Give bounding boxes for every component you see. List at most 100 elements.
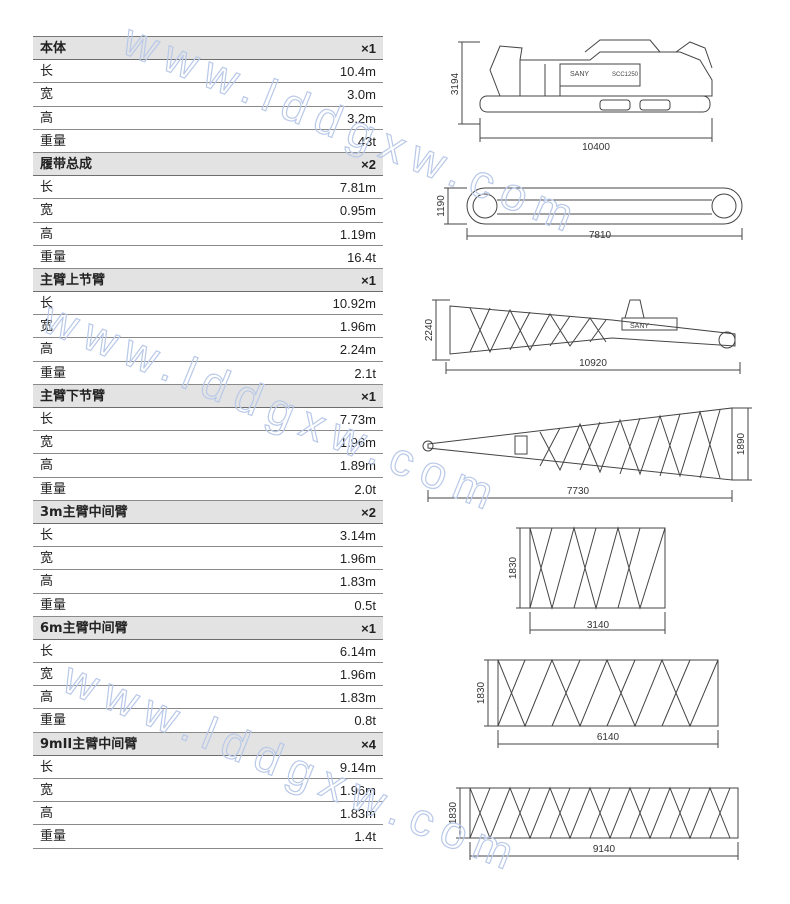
section-qty: ×1 [361,272,376,288]
boom-top-height-label: 2240 [424,318,435,341]
section-name: 主臂上节臂 [40,272,106,288]
insert-9m-lattice [469,786,731,840]
spec-value: 1.83m [339,806,376,822]
track-roller [639,99,671,111]
section-name: 履带总成 [40,156,93,172]
spec-label: 重量 [40,829,67,845]
crane-cab-panel [559,63,641,87]
spec-row: 重量 43t [33,130,383,153]
spec-label: 长 [40,412,54,427]
section-name: 9mII主臂中间臂 [40,736,138,752]
spec-label: 重量 [40,365,67,381]
section-name: 6m主臂中间臂 [40,620,128,636]
insert-6m-height-label: 1830 [476,681,487,704]
spec-value: 2.24m [339,342,376,358]
insert-6m-drawing [484,658,719,748]
spec-value: 1.4t [354,829,376,845]
spec-value: 1.83m [339,690,376,706]
spec-label: 高 [40,806,54,822]
spec-row: 宽 1.96m [33,547,383,571]
section-header: 9mII主臂中间臂×4 [33,732,383,756]
section-qty: ×1 [361,388,376,404]
section-qty: ×2 [361,504,376,520]
crane-model-label: SCC1250 [612,72,639,78]
spec-value: 1.19m [339,226,376,242]
spec-value: 10.4m [339,64,376,80]
crane-body-height-label: 3194 [450,72,461,95]
spec-value: 7.73m [339,412,376,427]
spec-label: 宽 [40,435,54,451]
spec-label: 宽 [40,551,54,567]
insert-6m-length-label: 6140 [597,732,620,743]
boom-top-sheave [718,331,736,349]
crane-upper-body [519,51,713,97]
spec-label: 高 [40,226,54,242]
spec-label: 宽 [40,203,54,219]
crawler-idler [711,193,737,219]
spec-label: 长 [40,643,54,659]
spec-value: 2.0t [354,481,376,497]
section-header: 3m主臂中间臂 ×2 [33,500,383,524]
boom-top-frame [449,305,736,355]
spec-row: 高 1.83m [33,686,383,710]
spec-value: 0.8t [354,713,376,729]
section-name: 3m主臂中间臂 [40,504,128,520]
spec-label: 高 [40,110,54,126]
section-header: 履带总成×2 [33,152,383,177]
crane-body-drawing [458,39,713,142]
spec-value: 16.4t [347,249,376,265]
insert-9m-drawing [456,786,739,860]
insert-3m-length-label: 3140 [587,620,610,631]
crane-cab [675,41,713,69]
spec-value: 1.89m [339,458,376,474]
crawler-track [466,187,743,225]
insert-6m-lattice [497,658,719,728]
spec-label: 宽 [40,87,54,103]
insert-3m-height-label: 1830 [508,556,519,579]
spec-label: 高 [40,690,54,706]
spec-label: 高 [40,458,54,474]
spec-label: 宽 [40,319,54,335]
spec-row: 重量 1.4t [33,825,383,849]
spec-value: 43t [357,133,376,149]
section-qty: ×1 [361,41,376,56]
spec-label: 高 [40,574,54,590]
spec-label: 长 [40,759,54,775]
crawler-height-label: 1190 [436,195,447,217]
crane-brand-label: SANY [570,71,589,78]
spec-label: 重量 [40,249,67,265]
spec-row: 高 1.89m [33,454,383,478]
spec-value: 0.95m [339,203,376,219]
spec-label: 重量 [40,133,67,149]
spec-row: 重量 16.4t [33,246,383,269]
spec-label: 长 [40,527,54,543]
track-roller [599,99,631,111]
spec-value: 1.96m [339,551,376,567]
boom-top-drawing [432,299,741,374]
insert-9m-length-label: 9140 [593,844,616,855]
spec-value: 0.5t [354,597,376,613]
spec-row: 高 1.83m [33,802,383,826]
insert-6m-frame [497,659,719,727]
spec-value: 1.96m [339,783,376,798]
boom-base-height-label: 1890 [736,432,747,455]
boom-base-lattice [539,409,721,479]
